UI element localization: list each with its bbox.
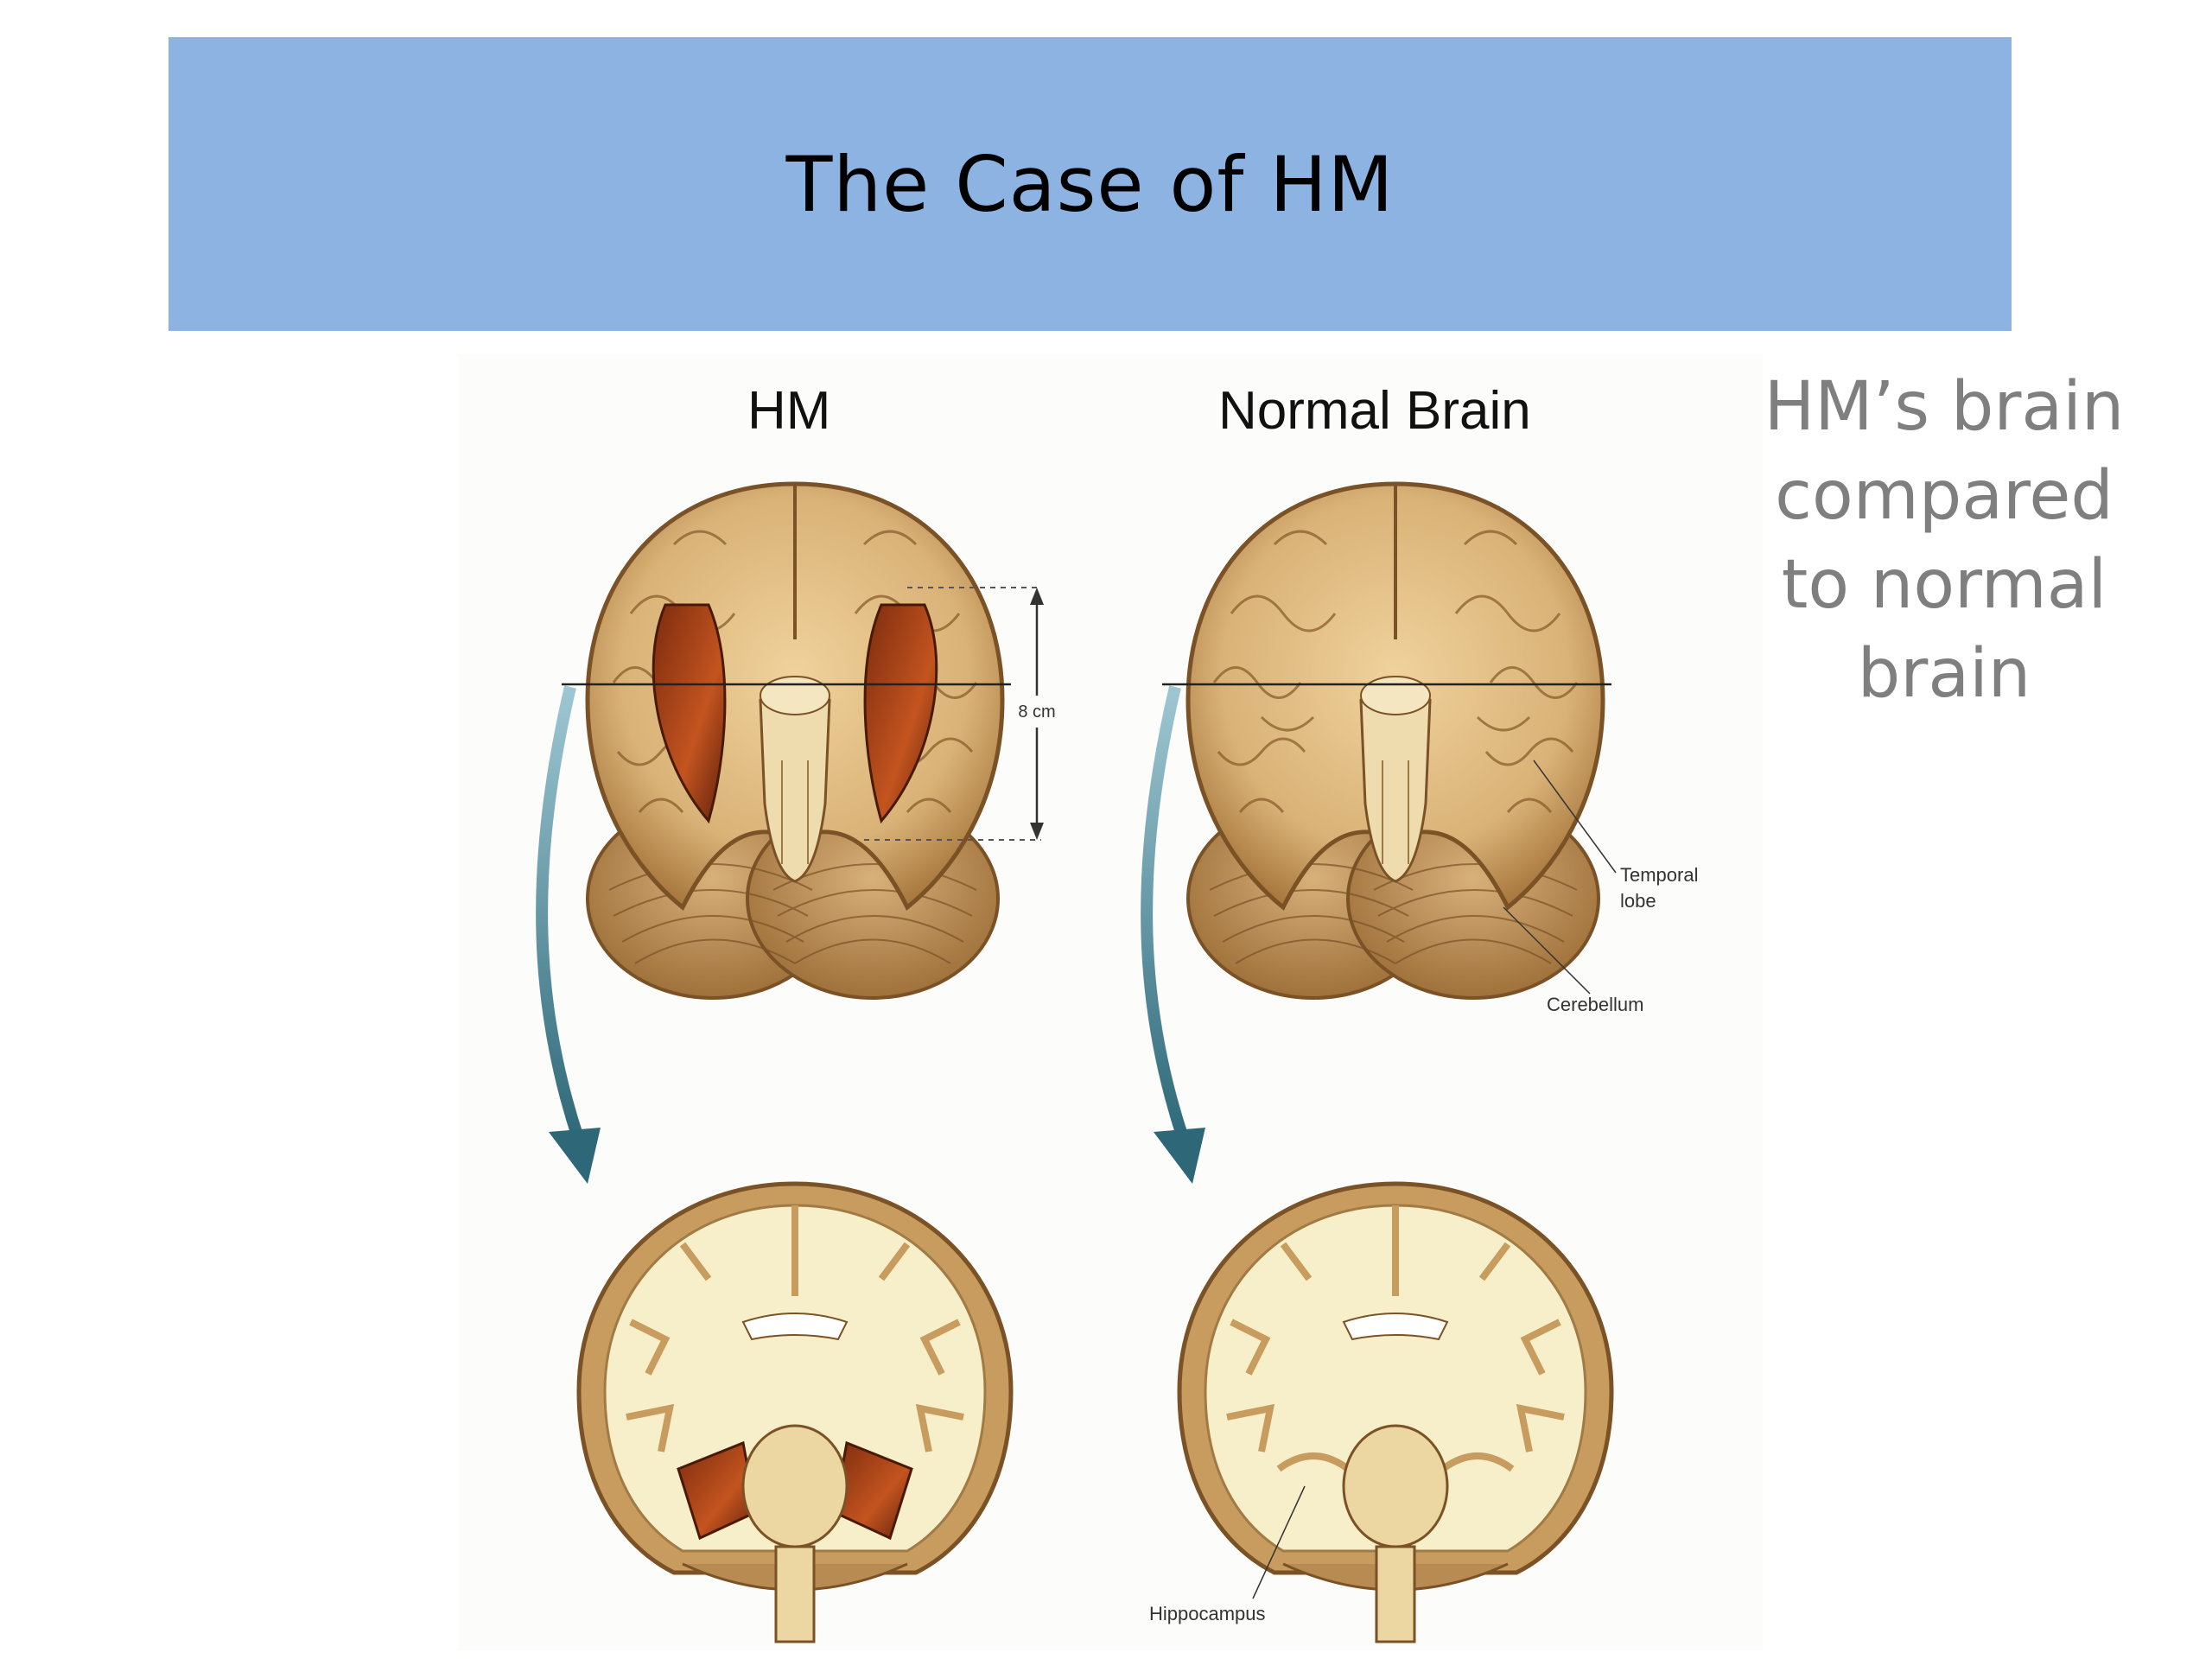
normal-arrow [1141, 685, 1205, 1184]
svg-text:Cerebellum: Cerebellum [1547, 994, 1644, 1015]
title-band: The Case of HM [168, 37, 2012, 331]
callout-cerebellum: Cerebellum [1503, 906, 1644, 1015]
callout-temporal-lobe: Temporal lobe [1533, 760, 1698, 912]
hm-arrow [536, 685, 601, 1184]
hm-ventral-brain [585, 481, 1005, 1000]
brain-comparison-figure: 8 cm [458, 354, 1763, 1650]
svg-text:Hippocampus: Hippocampus [1149, 1603, 1266, 1624]
slide-title: The Case of HM [785, 139, 1395, 229]
callout-hippocampus: Hippocampus [1149, 1485, 1306, 1624]
measurement-label: 8 cm [1018, 702, 1055, 721]
svg-text:lobe: lobe [1620, 890, 1656, 912]
hm-coronal-section [576, 1181, 1014, 1643]
brain-figure-svg: 8 cm [536, 481, 1698, 1643]
normal-coronal-section [1177, 1181, 1614, 1643]
svg-text:Temporal: Temporal [1620, 864, 1698, 886]
label-normal-brain: Normal Brain [1218, 381, 1531, 441]
normal-ventral-brain [1185, 481, 1605, 1000]
label-hm: HM [747, 381, 831, 441]
side-note: HM’s brain compared to normal brain [1764, 368, 2125, 713]
measurement-8cm: 8 cm [864, 587, 1056, 841]
